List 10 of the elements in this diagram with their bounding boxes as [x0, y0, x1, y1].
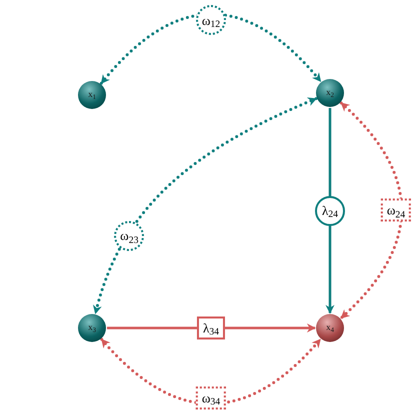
edge-label: λ$_{24}$	[315, 196, 345, 226]
edge-label: ω$_{23}$	[114, 220, 144, 251]
edge-label: ω$_{24}$	[380, 198, 412, 222]
dotted-arrow	[93, 97, 318, 315]
dotted-arrow	[340, 101, 404, 320]
dotted-arrow	[100, 12, 322, 85]
edge-label: ω$_{34}$	[196, 386, 226, 410]
dotted-arrow	[100, 338, 322, 406]
edge-label: ω$_{12}$	[196, 5, 226, 35]
edge-label: λ$_{34}$	[196, 316, 226, 340]
